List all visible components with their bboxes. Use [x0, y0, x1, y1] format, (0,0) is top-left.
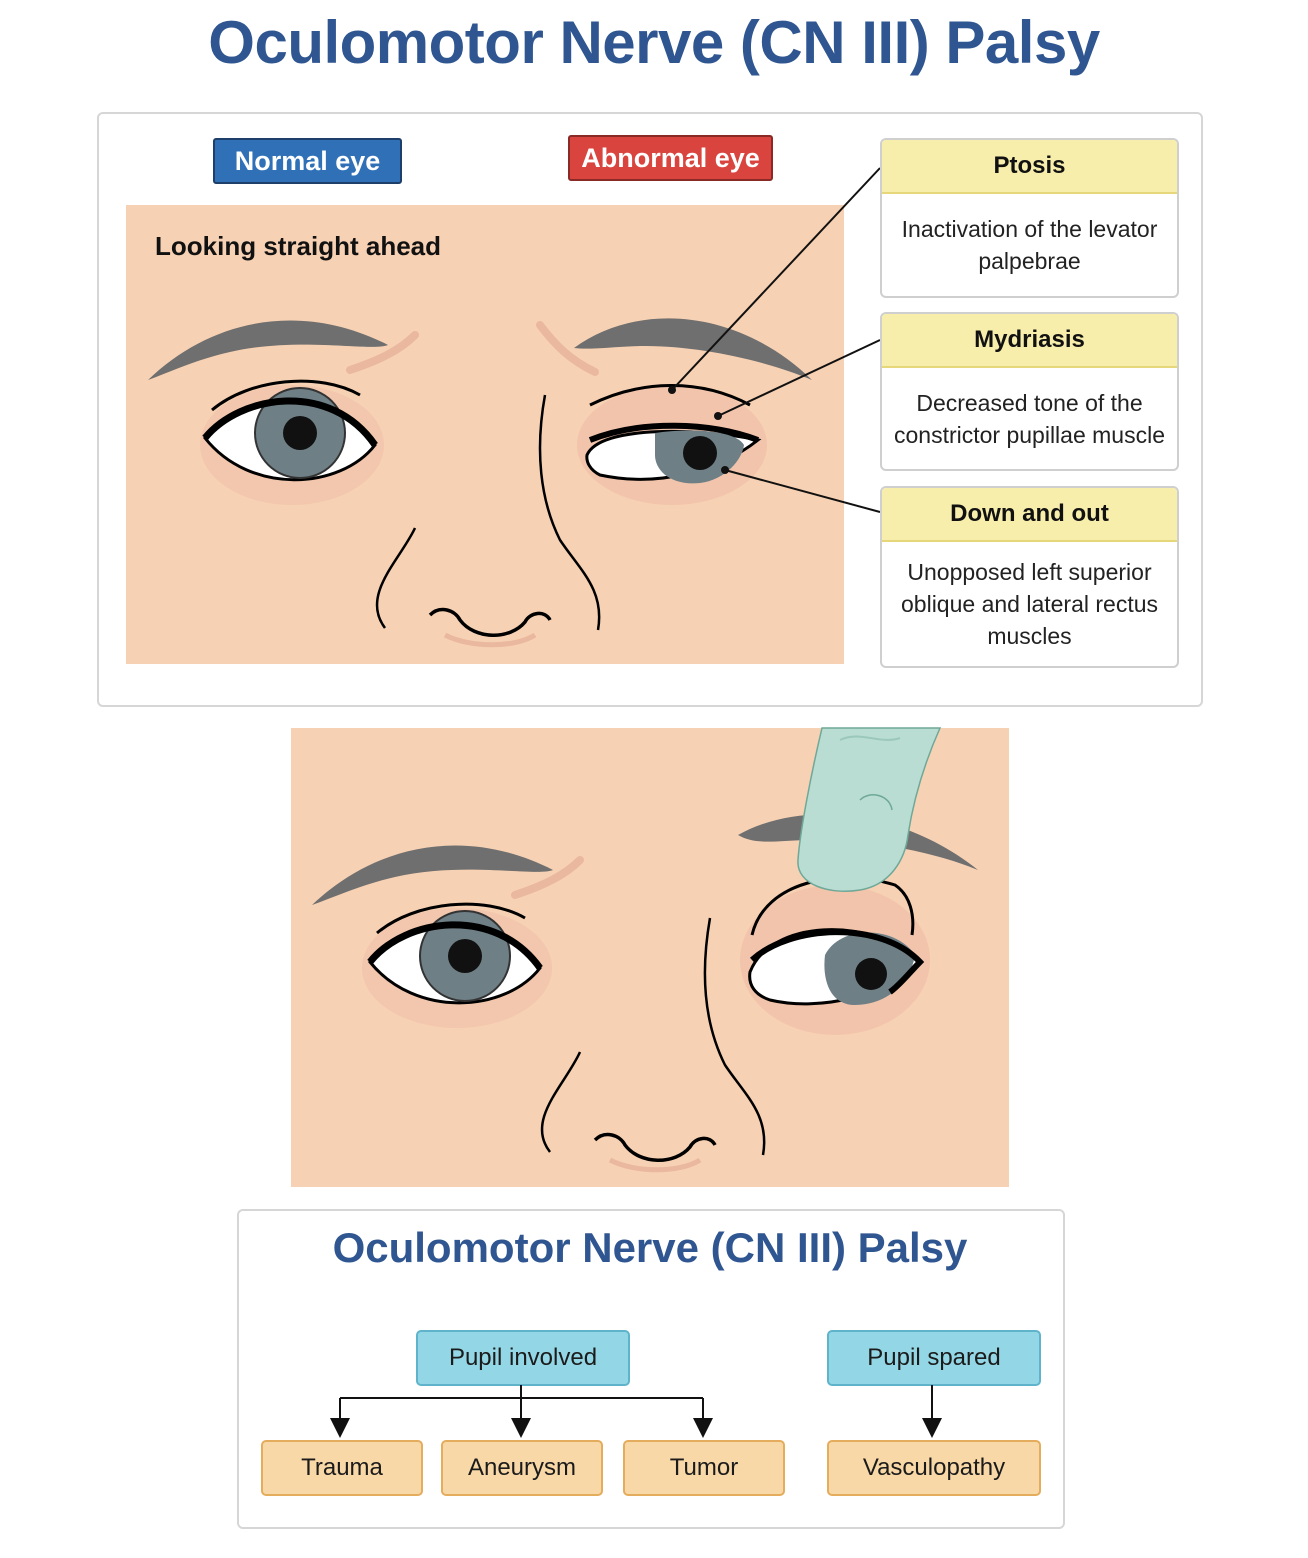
callout-heading: Ptosis [882, 140, 1177, 194]
left-eyebrow [312, 845, 553, 905]
right-eyebrow [738, 814, 978, 870]
finger-lifting-lid [797, 727, 942, 892]
left-eyebrow [148, 320, 388, 380]
flow-title: Oculomotor Nerve (CN III) Palsy [332, 1224, 968, 1271]
callout-ptosis: Ptosis Inactivation of the levator palpe… [880, 138, 1179, 298]
callout-mydriasis: Mydriasis Decreased tone of the constric… [880, 312, 1179, 471]
pupil-involved-box: Pupil involved [416, 1330, 630, 1386]
callout-text: Unopposed left superior oblique and late… [901, 559, 1158, 649]
cause-aneurysm: Aneurysm [441, 1440, 603, 1496]
callout-down-and-out: Down and out Unopposed left superior obl… [880, 486, 1179, 668]
cause-vasculopathy: Vasculopathy [827, 1440, 1041, 1496]
left-pupil [283, 416, 317, 450]
callout-heading: Mydriasis [882, 314, 1177, 368]
callout-text: Decreased tone of the constrictor pupill… [893, 389, 1165, 448]
normal-eye-label: Normal eye [213, 138, 402, 184]
pupil-spared-box: Pupil spared [827, 1330, 1041, 1386]
view-label: Looking straight ahead [155, 231, 442, 261]
callout-text: Inactivation of the levator palpebrae [901, 216, 1158, 274]
main-title: Oculomotor Nerve (CN III) Palsy [208, 9, 1100, 76]
right-pupil [855, 958, 887, 990]
abnormal-eye-label: Abnormal eye [568, 135, 773, 181]
left-pupil [448, 939, 482, 973]
cause-tumor: Tumor [623, 1440, 785, 1496]
right-eyebrow [574, 318, 812, 380]
right-pupil-dilated [683, 436, 717, 470]
cause-trauma: Trauma [261, 1440, 423, 1496]
callout-heading: Down and out [882, 488, 1177, 542]
